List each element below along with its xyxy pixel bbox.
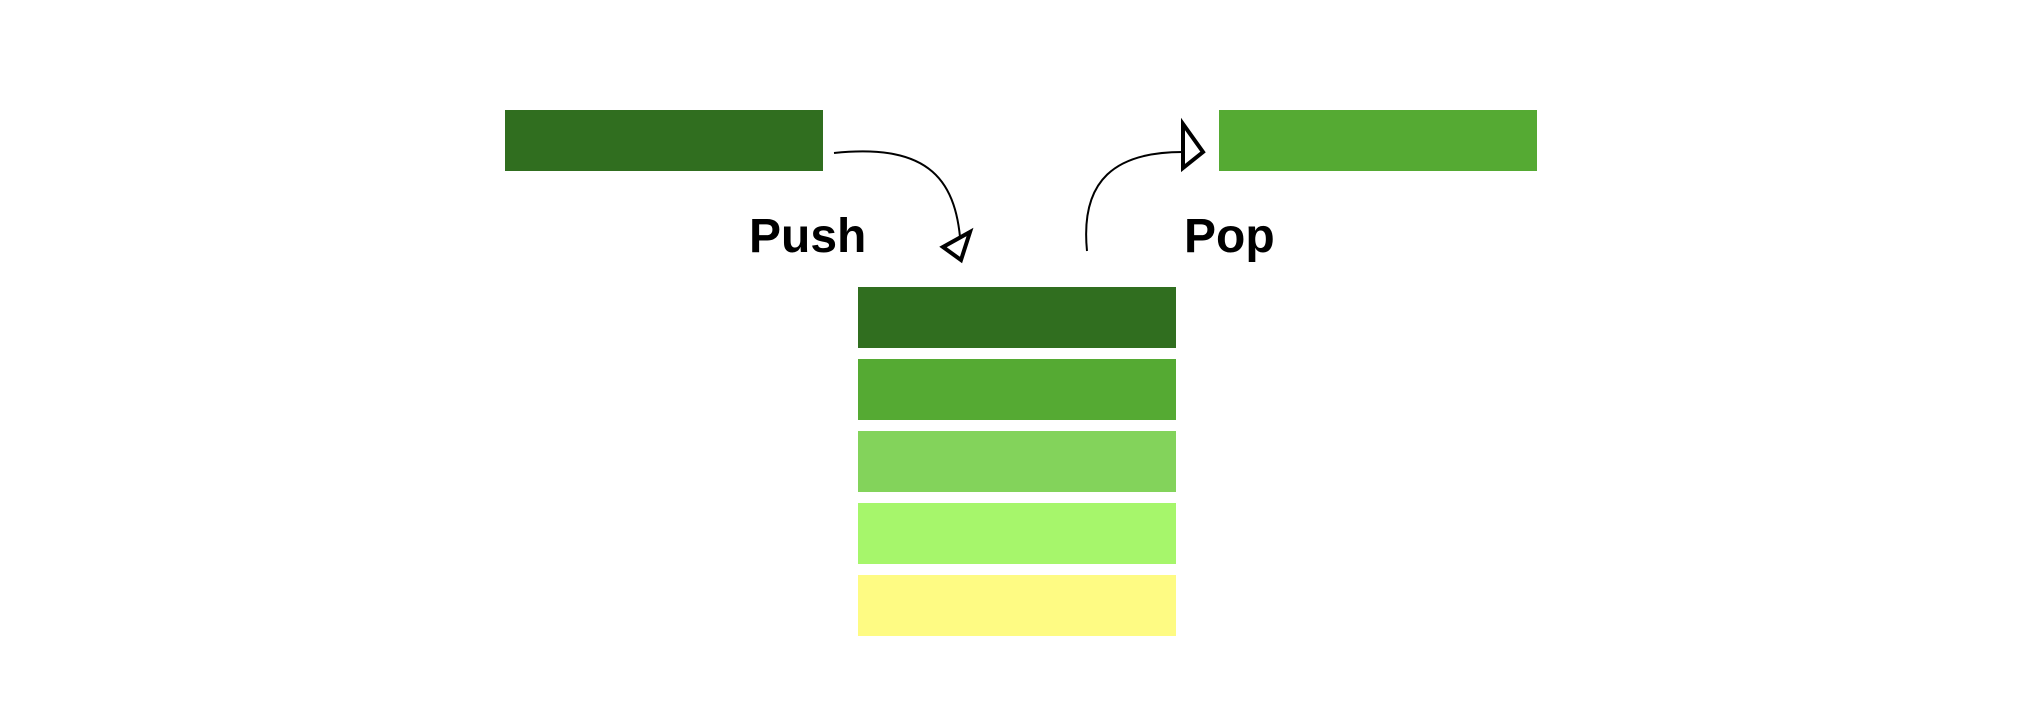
stack-item [858, 575, 1176, 636]
push-arrowhead-icon [939, 227, 974, 264]
stack-item [858, 359, 1176, 420]
push-label: Push [749, 210, 867, 263]
stack-item [858, 431, 1176, 492]
incoming-element [505, 110, 823, 171]
stack-item [858, 287, 1176, 348]
popped-element [1219, 110, 1537, 171]
pop-arrow-curve [1085, 150, 1187, 252]
pop-arrowhead-icon [1181, 117, 1206, 173]
pop-label: Pop [1184, 210, 1275, 263]
stack-item [858, 503, 1176, 564]
